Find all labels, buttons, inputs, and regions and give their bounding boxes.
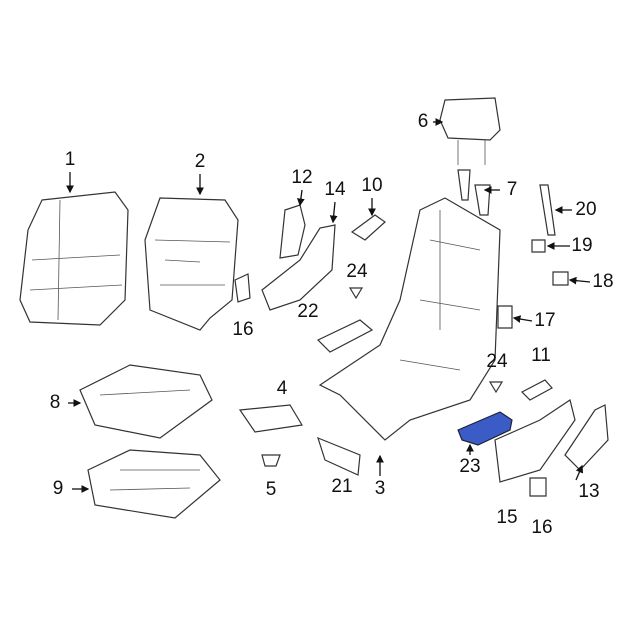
part-11-clip[interactable] [520,379,553,401]
callout-23[interactable]: 23 [459,456,481,477]
callout-8[interactable]: 8 [49,392,61,413]
part-2-seatback-pad[interactable] [144,197,239,331]
callout-6[interactable]: 6 [417,111,429,132]
callout-24b[interactable]: 24 [486,351,508,372]
callout-5[interactable]: 5 [265,479,277,500]
callout-4[interactable]: 4 [276,378,288,399]
part-3-seat-frame[interactable] [318,197,501,441]
callout-9[interactable]: 9 [52,478,64,499]
callout-2[interactable]: 2 [194,151,206,172]
part-5-clip[interactable] [261,454,281,467]
callout-3[interactable]: 3 [374,478,386,499]
part-23-highlighted[interactable] [457,411,513,446]
callout-24[interactable]: 24 [346,261,368,282]
callout-1[interactable]: 1 [64,149,76,170]
part-21-panel[interactable] [317,436,361,476]
callout-21[interactable]: 21 [331,476,353,497]
leader-lines [66,118,591,493]
callout-10[interactable]: 10 [361,175,383,196]
part-17-pad[interactable] [497,305,513,329]
callout-17[interactable]: 17 [534,310,556,331]
part-8-cushion[interactable] [79,364,213,439]
part-12-trim[interactable] [279,204,306,259]
part-15-trim[interactable] [494,399,576,483]
part-6-headrest[interactable] [439,97,501,165]
part-4-bracket[interactable] [238,404,303,433]
callout-22[interactable]: 22 [297,301,319,322]
callout-18[interactable]: 18 [592,271,614,292]
part-9-cushion-pad[interactable] [87,449,221,519]
part-22-cover[interactable] [316,319,374,353]
callout-16b[interactable]: 16 [531,517,553,538]
part-18-clip[interactable] [552,271,569,286]
part-10-clip[interactable] [350,214,386,241]
part-24-clip[interactable] [348,287,364,300]
part-16-bracket[interactable] [234,273,251,303]
part-7-guides[interactable] [457,169,491,216]
callout-16[interactable]: 16 [232,319,254,340]
callout-7[interactable]: 7 [506,179,518,200]
part-1-seatback-cover[interactable] [19,191,129,326]
part-24b-clip[interactable] [488,381,504,394]
callout-19[interactable]: 19 [571,235,593,256]
callout-12[interactable]: 12 [291,167,313,188]
callout-14[interactable]: 14 [324,179,346,200]
part-19-clip[interactable] [531,239,546,253]
callout-20[interactable]: 20 [575,199,597,220]
callout-11[interactable]: 11 [531,345,551,366]
callout-15[interactable]: 15 [496,507,518,528]
part-16b-bracket[interactable] [529,477,547,497]
callout-13[interactable]: 13 [578,481,600,502]
part-20-rod[interactable] [539,184,556,236]
part-14-trim[interactable] [261,224,336,311]
